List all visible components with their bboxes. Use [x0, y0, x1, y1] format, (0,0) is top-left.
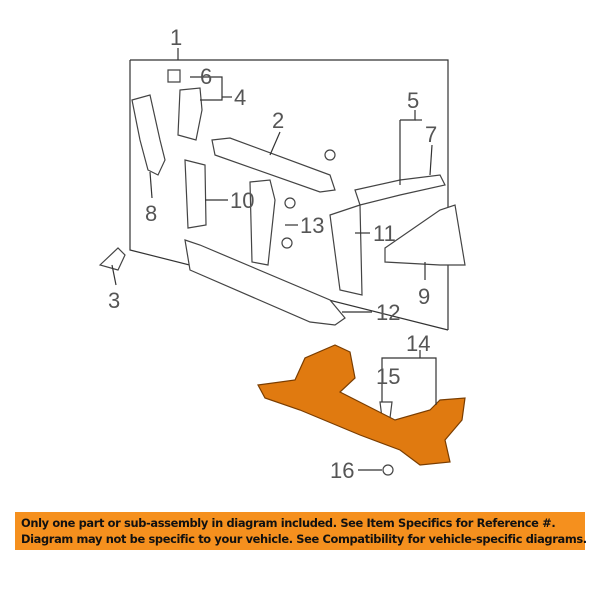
callout-2: 2 — [272, 108, 284, 133]
callout-8: 8 — [145, 201, 157, 226]
part-9 — [384, 204, 466, 266]
callout-11: 11 — [373, 221, 396, 246]
part-11 — [329, 204, 363, 296]
callout-14: 14 — [406, 331, 430, 356]
callout-4: 4 — [234, 85, 246, 110]
part-4 — [177, 87, 203, 141]
callout-numbers: 1 2 3 4 5 6 7 8 10 13 11 9 12 14 15 16 — [108, 25, 437, 483]
part-10 — [184, 159, 207, 229]
callout-15: 15 — [376, 364, 400, 389]
part-12 — [184, 239, 346, 326]
callout-5: 5 — [407, 88, 419, 113]
callout-3: 3 — [108, 288, 120, 313]
disclaimer-line-1: Only one part or sub-assembly in diagram… — [21, 516, 556, 530]
leader-lines — [111, 76, 437, 471]
bolt — [324, 149, 336, 161]
part-outlines — [98, 69, 466, 476]
part-2 — [211, 137, 336, 193]
part-3 — [98, 247, 126, 271]
callout-12: 12 — [376, 300, 400, 325]
callout-1: 1 — [170, 25, 182, 50]
bolt — [284, 197, 296, 209]
disclaimer-line-2: Diagram may not be specific to your vehi… — [21, 532, 587, 546]
disclaimer-banner: Only one part or sub-assembly in diagram… — [15, 512, 587, 550]
part-16-clip — [382, 464, 394, 476]
part-14-highlighted — [257, 344, 466, 466]
bolt — [281, 237, 293, 249]
callout-7: 7 — [425, 122, 437, 147]
callout-6: 6 — [200, 64, 212, 89]
callout-9: 9 — [418, 284, 430, 309]
callout-10: 10 — [230, 188, 254, 213]
part-8 — [131, 94, 166, 176]
callout-13: 13 — [300, 213, 324, 238]
part-13-bracket — [249, 179, 276, 266]
callout-16: 16 — [330, 458, 354, 483]
part-6 — [167, 69, 181, 83]
